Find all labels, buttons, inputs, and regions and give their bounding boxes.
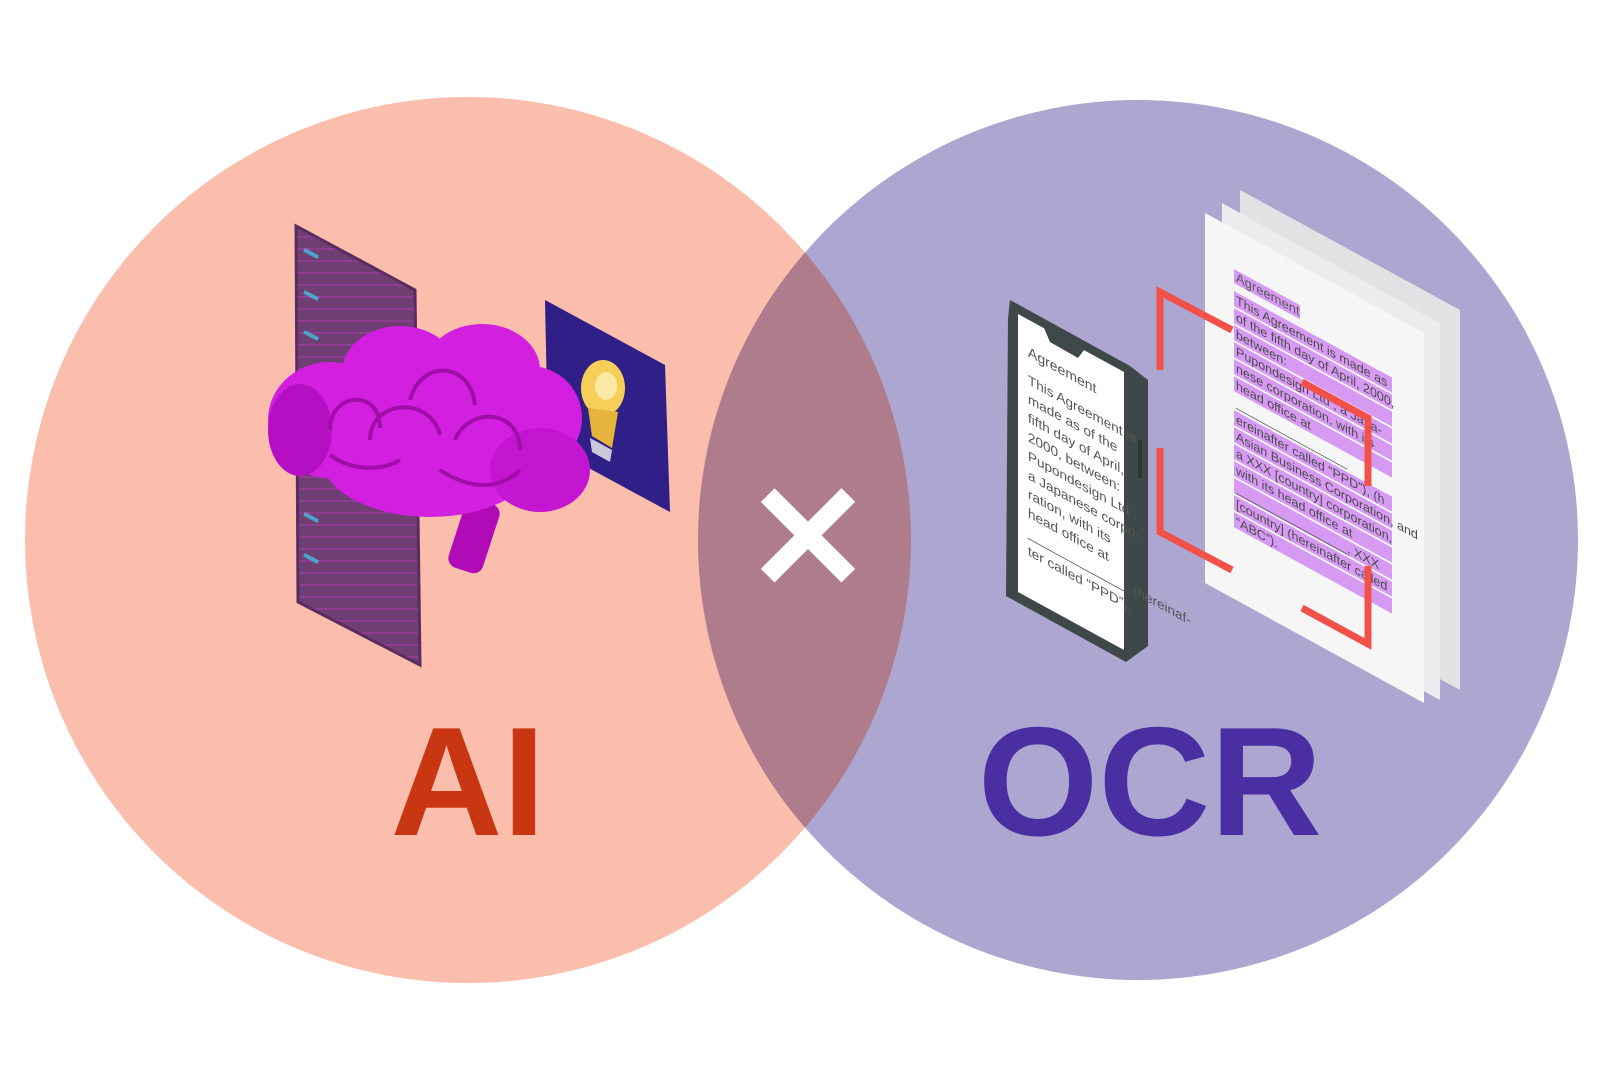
ocr-label: OCR <box>978 695 1322 868</box>
ocr-highlight <box>1234 444 1392 546</box>
ocr-highlight <box>1234 325 1392 427</box>
ocr-highlight <box>1234 308 1392 410</box>
ocr-highlight <box>1234 410 1392 512</box>
ocr-highlight <box>1234 512 1392 614</box>
brain-icon <box>268 324 590 574</box>
multiply-sign: ✕ <box>745 454 871 622</box>
ocr-highlight <box>1234 427 1392 529</box>
scan-frame-icon <box>1156 286 1372 650</box>
ocr-highlight <box>1234 461 1392 563</box>
ocr-highlight <box>1234 495 1392 597</box>
ocr-highlight <box>1234 342 1392 444</box>
ai-label: AI <box>391 695 546 868</box>
ocr-highlight <box>1234 291 1392 393</box>
ocr-highlight <box>1234 359 1392 461</box>
ocr-highlight <box>1234 376 1392 478</box>
ocr-highlight <box>1234 478 1392 580</box>
